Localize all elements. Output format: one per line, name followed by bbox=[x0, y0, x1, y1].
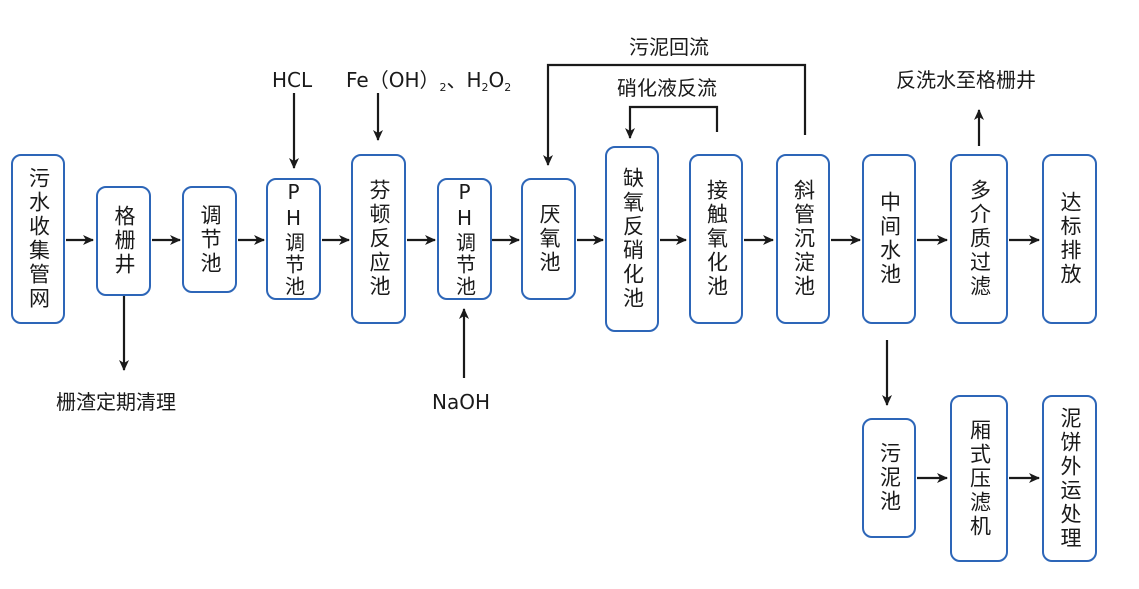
node-intermediate-label: 中间水池 bbox=[877, 191, 902, 287]
node-sludge-tank: 污泥池 bbox=[862, 418, 916, 538]
label-backwash: 反洗水至格栅井 bbox=[896, 68, 1036, 92]
node-anaerobic-label: 厌氧池 bbox=[537, 203, 561, 275]
node-filter-press-label: 厢式压滤机 bbox=[967, 418, 992, 539]
node-contact-oxidation-label: 接触氧化池 bbox=[704, 179, 729, 299]
node-discharge: 达标排放 bbox=[1042, 154, 1097, 324]
label-fenton-reagent-sep: 、H bbox=[446, 68, 482, 92]
label-hcl: HCL bbox=[272, 68, 313, 92]
label-sludge-return: 污泥回流 bbox=[629, 35, 709, 59]
node-multimedia-filter: 多介质过滤 bbox=[950, 154, 1008, 324]
node-ph-adjust-2-label: PH调节池 bbox=[452, 180, 477, 298]
label-fenton-reagent-sub1: 2 bbox=[439, 81, 447, 94]
label-fenton-reagent-fe: Fe（OH） bbox=[346, 68, 440, 92]
label-screen-residue: 栅渣定期清理 bbox=[56, 390, 176, 414]
node-multimedia-filter-label: 多介质过滤 bbox=[967, 179, 992, 299]
node-anaerobic: 厌氧池 bbox=[521, 178, 576, 300]
node-fenton-label: 芬顿反应池 bbox=[367, 179, 391, 299]
label-fenton-reagent-sub2: 2 bbox=[481, 81, 489, 94]
node-collection-label: 污水收集管网 bbox=[26, 167, 51, 311]
node-equalization-label: 调节池 bbox=[198, 203, 222, 276]
node-anoxic: 缺氧反硝化池 bbox=[605, 146, 659, 332]
arrow-sludge-return bbox=[543, 63, 807, 166]
node-inclined-settler: 斜管沉淀池 bbox=[776, 154, 830, 324]
label-naoh: NaOH bbox=[432, 390, 490, 414]
node-ph-adjust-1: PH调节池 bbox=[266, 178, 321, 300]
node-cake-disposal-label: 泥饼外运处理 bbox=[1058, 406, 1082, 551]
node-ph-adjust-2: PH调节池 bbox=[437, 178, 492, 300]
node-sludge-tank-label: 污泥池 bbox=[877, 442, 902, 514]
node-discharge-label: 达标排放 bbox=[1058, 191, 1082, 287]
node-screen: 格栅井 bbox=[96, 186, 151, 296]
arrow-nitrate-return bbox=[625, 105, 719, 139]
node-contact-oxidation: 接触氧化池 bbox=[689, 154, 743, 324]
label-fenton-reagent-o: O bbox=[488, 68, 505, 92]
node-equalization: 调节池 bbox=[182, 186, 237, 293]
label-fenton-reagent: Fe（OH）2、H2O2 bbox=[346, 70, 511, 93]
node-ph-adjust-1-label: PH调节池 bbox=[281, 180, 306, 298]
node-collection: 污水收集管网 bbox=[11, 154, 65, 324]
label-fenton-reagent-sub3: 2 bbox=[504, 81, 512, 94]
node-fenton: 芬顿反应池 bbox=[351, 154, 406, 324]
node-intermediate: 中间水池 bbox=[862, 154, 916, 324]
node-anoxic-label: 缺氧反硝化池 bbox=[620, 167, 645, 311]
label-nitrate-return: 硝化液反流 bbox=[617, 76, 717, 100]
node-cake-disposal: 泥饼外运处理 bbox=[1042, 395, 1097, 562]
node-screen-label: 格栅井 bbox=[112, 205, 136, 277]
node-inclined-settler-label: 斜管沉淀池 bbox=[791, 179, 816, 299]
node-filter-press: 厢式压滤机 bbox=[950, 395, 1008, 562]
